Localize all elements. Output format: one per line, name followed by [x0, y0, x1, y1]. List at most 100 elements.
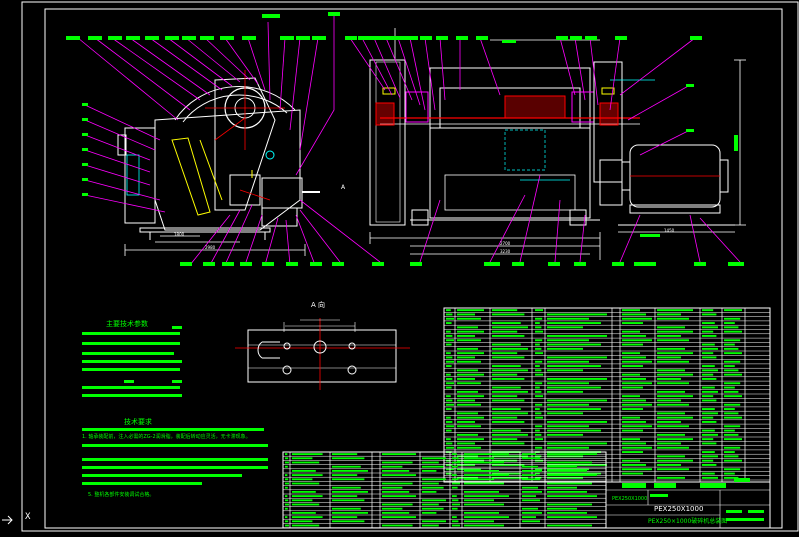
- table-cell-text: [724, 451, 735, 453]
- secondary-parts-table: [282, 451, 607, 529]
- table-cell-text: [422, 499, 446, 502]
- table-cell-text: [285, 478, 289, 481]
- table-cell-text: [492, 309, 518, 312]
- table-cell-text: [657, 403, 689, 406]
- table-cell-text: [446, 459, 451, 462]
- table-cell-text: [547, 365, 601, 367]
- table-cell-text: [622, 365, 643, 367]
- table-cell-text: [452, 461, 460, 464]
- table-cell-text: [547, 507, 577, 510]
- table-cell-text: [382, 482, 413, 485]
- table-cell-text: [547, 322, 601, 324]
- table-cell-text: [702, 369, 718, 372]
- table-cell-text: [535, 412, 542, 415]
- table-cell-text: [522, 478, 540, 481]
- table-cell-text: [285, 465, 288, 468]
- table-cell-text: [382, 453, 416, 455]
- table-cell-text: [457, 352, 484, 355]
- table-cell-text: [492, 313, 525, 316]
- table-cell-text: [657, 382, 689, 385]
- table-cell-text: [702, 395, 714, 398]
- table-cell-text: [547, 461, 592, 464]
- table-cell-text: [422, 524, 439, 527]
- table-cell-text: [492, 352, 518, 355]
- table-cell-text: [622, 352, 640, 355]
- table-cell-text: [457, 442, 475, 445]
- table-cell-text: [464, 457, 494, 460]
- table-cell-text: [382, 491, 410, 493]
- table-cell-text: [702, 438, 714, 441]
- table-cell-text: [724, 317, 741, 320]
- table-cell-text: [492, 464, 525, 466]
- table-cell-text: [702, 378, 717, 380]
- table-cell-text: [292, 524, 320, 527]
- table-cell-text: [422, 457, 446, 460]
- table-cell-text: [657, 390, 685, 393]
- table-cell-text: [285, 482, 289, 485]
- table-cell-text: [492, 322, 521, 324]
- table-cell-text: [547, 326, 583, 329]
- table-cell-text: [657, 330, 693, 333]
- table-cell-text: [452, 486, 458, 489]
- table-cell-text: [724, 360, 741, 363]
- table-cell-text: [382, 461, 413, 464]
- table-cell-text: [535, 386, 540, 389]
- table-cell-text: [657, 476, 685, 479]
- table-cell-text: [382, 495, 416, 497]
- table-cell-text: [657, 455, 685, 458]
- table-cell-text: [702, 309, 714, 312]
- dim-label-2: 1800: [174, 232, 185, 237]
- table-cell-text: [622, 468, 652, 471]
- main-parameters-block: [82, 326, 182, 397]
- table-cell-text: [535, 390, 542, 393]
- table-cell-text: [547, 512, 587, 514]
- table-cell-text: [492, 378, 525, 380]
- table-cell-text: [724, 322, 735, 324]
- ucs-axis-icon: [2, 515, 13, 525]
- table-cell-text: [547, 403, 589, 406]
- table-cell-text: [547, 360, 589, 363]
- table-cell-text: [492, 442, 525, 445]
- dim-label-4: 3230: [500, 249, 511, 254]
- table-cell-text: [724, 369, 739, 372]
- table-cell-text: [446, 373, 451, 376]
- table-cell-text: [457, 446, 481, 449]
- table-cell-text: [492, 433, 528, 436]
- table-cell-text: [332, 512, 368, 514]
- table-cell-text: [724, 446, 741, 449]
- table-cell-text: [622, 472, 643, 475]
- table-cell-text: [464, 520, 494, 523]
- table-cell-text: [622, 343, 643, 346]
- table-cell-text: [657, 442, 681, 445]
- table-cell-text: [622, 438, 640, 441]
- table-cell-text: [332, 457, 365, 460]
- table-cell-text: [492, 365, 521, 367]
- table-cell-text: [446, 365, 452, 367]
- leader-lines-left: [77, 15, 381, 266]
- table-cell-text: [464, 453, 509, 455]
- table-cell-text: [547, 453, 597, 455]
- table-cell-text: [457, 356, 475, 359]
- table-cell-text: [292, 520, 313, 523]
- table-cell-text: [492, 429, 521, 432]
- table-cell-text: [622, 339, 652, 342]
- table-cell-text: [446, 464, 453, 466]
- table-cell-text: [702, 399, 717, 402]
- table-cell-text: [535, 343, 540, 346]
- table-cell-text: [622, 373, 640, 376]
- table-cell-text: [702, 455, 718, 458]
- table-cell-text: [452, 524, 460, 527]
- table-cell-text: [457, 339, 481, 342]
- table-cell-text: [547, 425, 589, 428]
- dim-label-1: 2980: [205, 245, 216, 250]
- table-cell-text: [285, 507, 288, 510]
- table-cell-text: [622, 330, 640, 333]
- table-cell-text: [492, 438, 518, 441]
- table-cell-text: [622, 464, 646, 466]
- table-cell-text: [547, 356, 607, 359]
- table-cell-text: [452, 465, 458, 468]
- table-cell-text: [492, 390, 528, 393]
- table-cell-text: [292, 495, 323, 497]
- table-cell-text: [535, 326, 542, 329]
